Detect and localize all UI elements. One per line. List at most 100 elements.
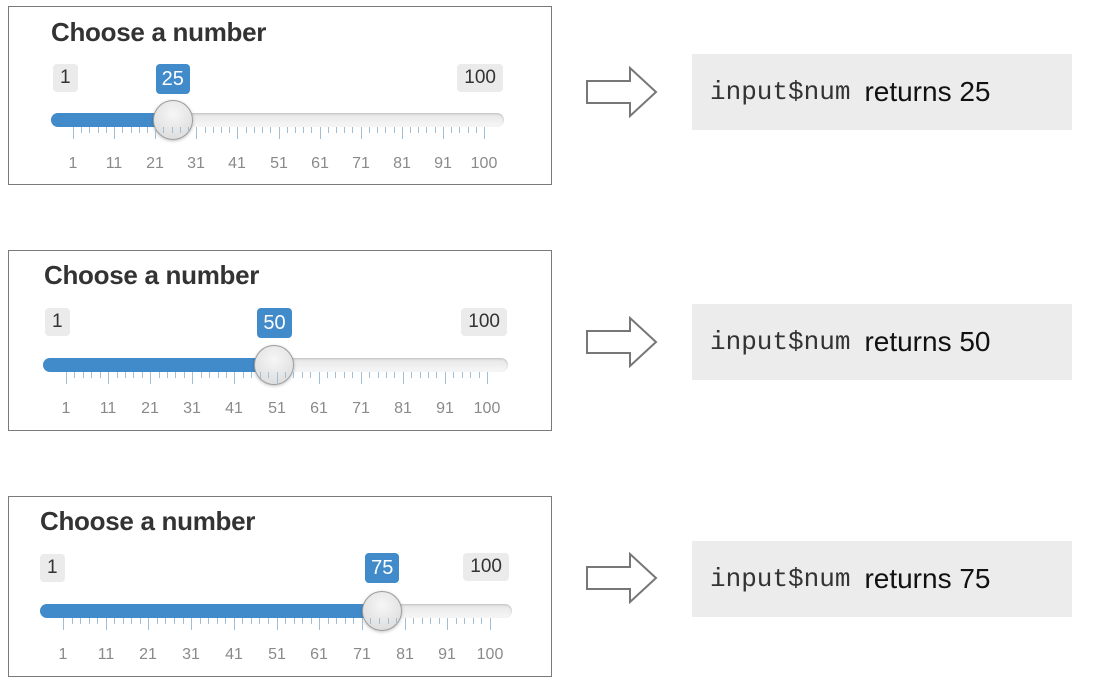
minor-tick: [388, 618, 389, 624]
minor-tick: [328, 127, 329, 133]
minor-tick: [345, 618, 346, 624]
minor-tick: [411, 372, 412, 378]
major-tick: [234, 618, 235, 630]
major-tick: [487, 372, 488, 384]
slider-min-label: 1: [40, 554, 65, 582]
minor-tick: [80, 618, 81, 624]
slider-track[interactable]: [51, 113, 504, 127]
minor-tick: [89, 618, 90, 624]
tick-label: 51: [268, 646, 286, 663]
minor-tick: [218, 372, 219, 378]
major-tick: [445, 372, 446, 384]
minor-tick: [226, 372, 227, 378]
major-tick: [155, 127, 156, 139]
minor-tick: [147, 127, 148, 133]
slider-max-label: 100: [461, 308, 507, 336]
minor-tick: [426, 127, 427, 133]
minor-tick: [453, 372, 454, 378]
minor-tick: [260, 372, 261, 378]
minor-tick: [430, 618, 431, 624]
minor-tick: [378, 372, 379, 378]
minor-tick: [328, 618, 329, 624]
minor-tick: [473, 618, 474, 624]
tick-label: 21: [146, 155, 164, 172]
minor-tick: [464, 618, 465, 624]
minor-tick: [369, 127, 370, 133]
slider-max-label: 100: [457, 64, 503, 92]
major-tick: [277, 618, 278, 630]
tick-label: 100: [470, 155, 498, 172]
slider-handle[interactable]: [152, 100, 193, 140]
minor-tick: [159, 372, 160, 378]
minor-tick: [379, 618, 380, 624]
minor-tick: [106, 127, 107, 133]
result-code: input$num: [710, 327, 851, 357]
result-code: input$num: [710, 564, 851, 594]
minor-tick: [418, 127, 419, 133]
minor-tick: [303, 127, 304, 133]
minor-tick: [205, 127, 206, 133]
minor-tick: [285, 618, 286, 624]
minor-tick: [353, 618, 354, 624]
minor-tick: [122, 127, 123, 133]
minor-tick: [470, 372, 471, 378]
minor-tick: [410, 127, 411, 133]
minor-tick: [428, 372, 429, 378]
minor-tick: [175, 372, 176, 378]
tick-label: 81: [394, 400, 412, 417]
minor-tick: [481, 618, 482, 624]
major-tick: [443, 127, 444, 139]
major-tick: [150, 372, 151, 384]
minor-tick: [72, 618, 73, 624]
tick-label: 1: [61, 400, 71, 417]
major-tick: [73, 127, 74, 139]
minor-tick: [476, 127, 477, 133]
minor-tick: [435, 127, 436, 133]
minor-tick: [293, 372, 294, 378]
minor-tick: [370, 618, 371, 624]
minor-tick: [479, 372, 480, 378]
major-tick: [234, 372, 235, 384]
major-tick: [362, 618, 363, 630]
minor-tick: [100, 372, 101, 378]
slider-handle[interactable]: [362, 591, 403, 631]
minor-tick: [377, 127, 378, 133]
minor-tick: [208, 618, 209, 624]
minor-tick: [142, 372, 143, 378]
minor-tick: [246, 127, 247, 133]
minor-tick: [251, 372, 252, 378]
tick-label: 91: [436, 400, 454, 417]
minor-tick: [396, 618, 397, 624]
result-box-1: input$num returns 25: [692, 54, 1072, 130]
tick-label: 11: [99, 400, 117, 417]
major-tick: [361, 372, 362, 384]
tick-label: 100: [476, 646, 504, 663]
major-tick: [319, 372, 320, 384]
tick-label: 81: [396, 646, 414, 663]
minor-tick: [385, 127, 386, 133]
minor-tick: [295, 127, 296, 133]
slider-value-bubble: 50: [257, 308, 292, 338]
major-tick: [319, 618, 320, 630]
minor-tick: [352, 372, 353, 378]
minor-tick: [89, 127, 90, 133]
minor-tick: [287, 127, 288, 133]
minor-tick: [200, 618, 201, 624]
minor-tick: [180, 127, 181, 133]
major-tick: [447, 618, 448, 630]
major-tick: [490, 618, 491, 630]
minor-tick: [262, 127, 263, 133]
slider-fill: [40, 604, 383, 618]
slider-handle[interactable]: [254, 345, 295, 385]
tick-label: 51: [268, 400, 286, 417]
result-text: returns 75: [864, 563, 991, 594]
slider-track[interactable]: [40, 604, 512, 618]
minor-tick: [251, 618, 252, 624]
minor-tick: [209, 372, 210, 378]
tick-label: 61: [311, 155, 329, 172]
minor-tick: [221, 127, 222, 133]
minor-tick: [422, 618, 423, 624]
major-tick: [191, 618, 192, 630]
